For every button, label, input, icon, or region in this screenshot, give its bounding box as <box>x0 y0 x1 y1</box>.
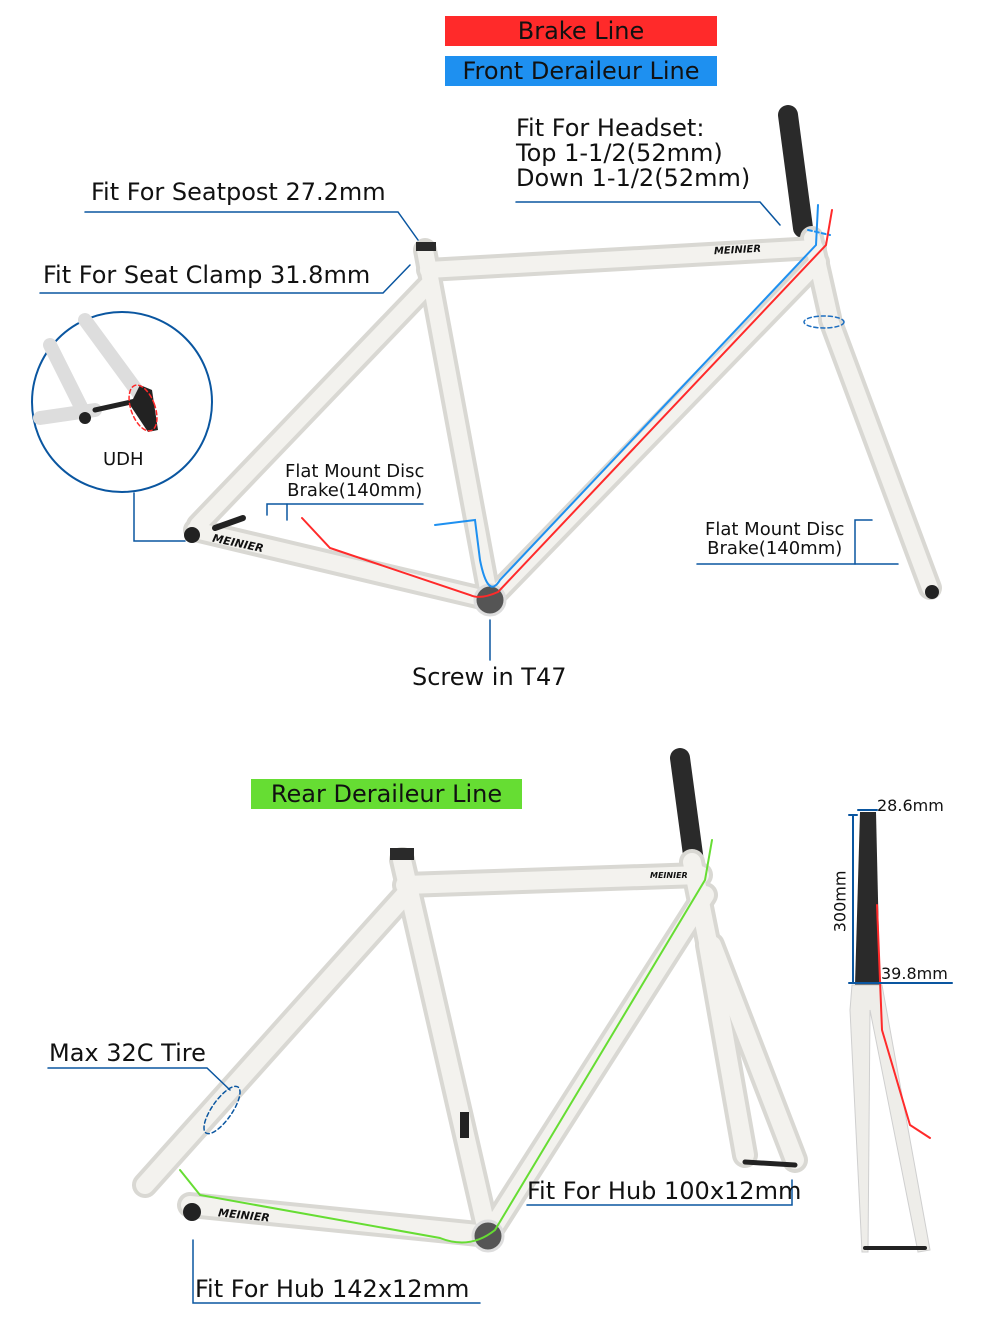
rear-derailleur-line <box>179 839 713 1244</box>
headset-label: Fit For Headset: Top 1-1/2(52mm) Down 1-… <box>516 114 751 193</box>
front-derailleur-line <box>434 204 819 588</box>
legend-brake-line: Brake Line <box>445 16 717 46</box>
front-brake-line1: Flat Mount Disc <box>705 519 845 540</box>
legend-front-derailleur-line: Front Deraileur Line <box>445 56 717 86</box>
front-hub-label: Fit For Hub 100x12mm <box>527 1177 802 1205</box>
bottom-brand-logo: MEINIER <box>650 871 688 880</box>
steerer-tube <box>778 105 813 238</box>
fork-side-view <box>848 809 953 1253</box>
bb-label: Screw in T47 <box>412 663 567 691</box>
headset-title: Fit For Headset: <box>516 114 705 142</box>
fork-bottom-diameter: 39.8mm <box>881 964 948 983</box>
brake-line <box>301 209 833 598</box>
headset-top: Top 1-1/2(52mm) <box>516 139 723 168</box>
udh-label: UDH <box>103 449 144 470</box>
rear-brake-label: Flat Mount Disc Brake(140mm) <box>285 461 425 501</box>
rear-brake-line1: Flat Mount Disc <box>285 461 425 482</box>
seat-clamp-label: Fit For Seat Clamp 31.8mm <box>43 261 371 289</box>
headset-down: Down 1-1/2(52mm) <box>516 164 751 193</box>
fork-steerer-length: 300mm <box>830 870 850 933</box>
top-frame <box>31 105 942 661</box>
rear-brake-line2: Brake(140mm) <box>287 479 423 501</box>
front-brake-label: Flat Mount Disc Brake(140mm) <box>705 519 845 559</box>
front-brake-line2: Brake(140mm) <box>707 537 843 559</box>
fork-top-diameter: 28.6mm <box>877 796 944 815</box>
legend-rear-derailleur-line: Rear Deraileur Line <box>251 779 522 809</box>
tire-label: Max 32C Tire <box>49 1039 206 1067</box>
rear-hub-label: Fit For Hub 142x12mm <box>195 1275 470 1303</box>
bottom-frame <box>47 748 808 1304</box>
seatpost-label: Fit For Seatpost 27.2mm <box>91 178 386 206</box>
